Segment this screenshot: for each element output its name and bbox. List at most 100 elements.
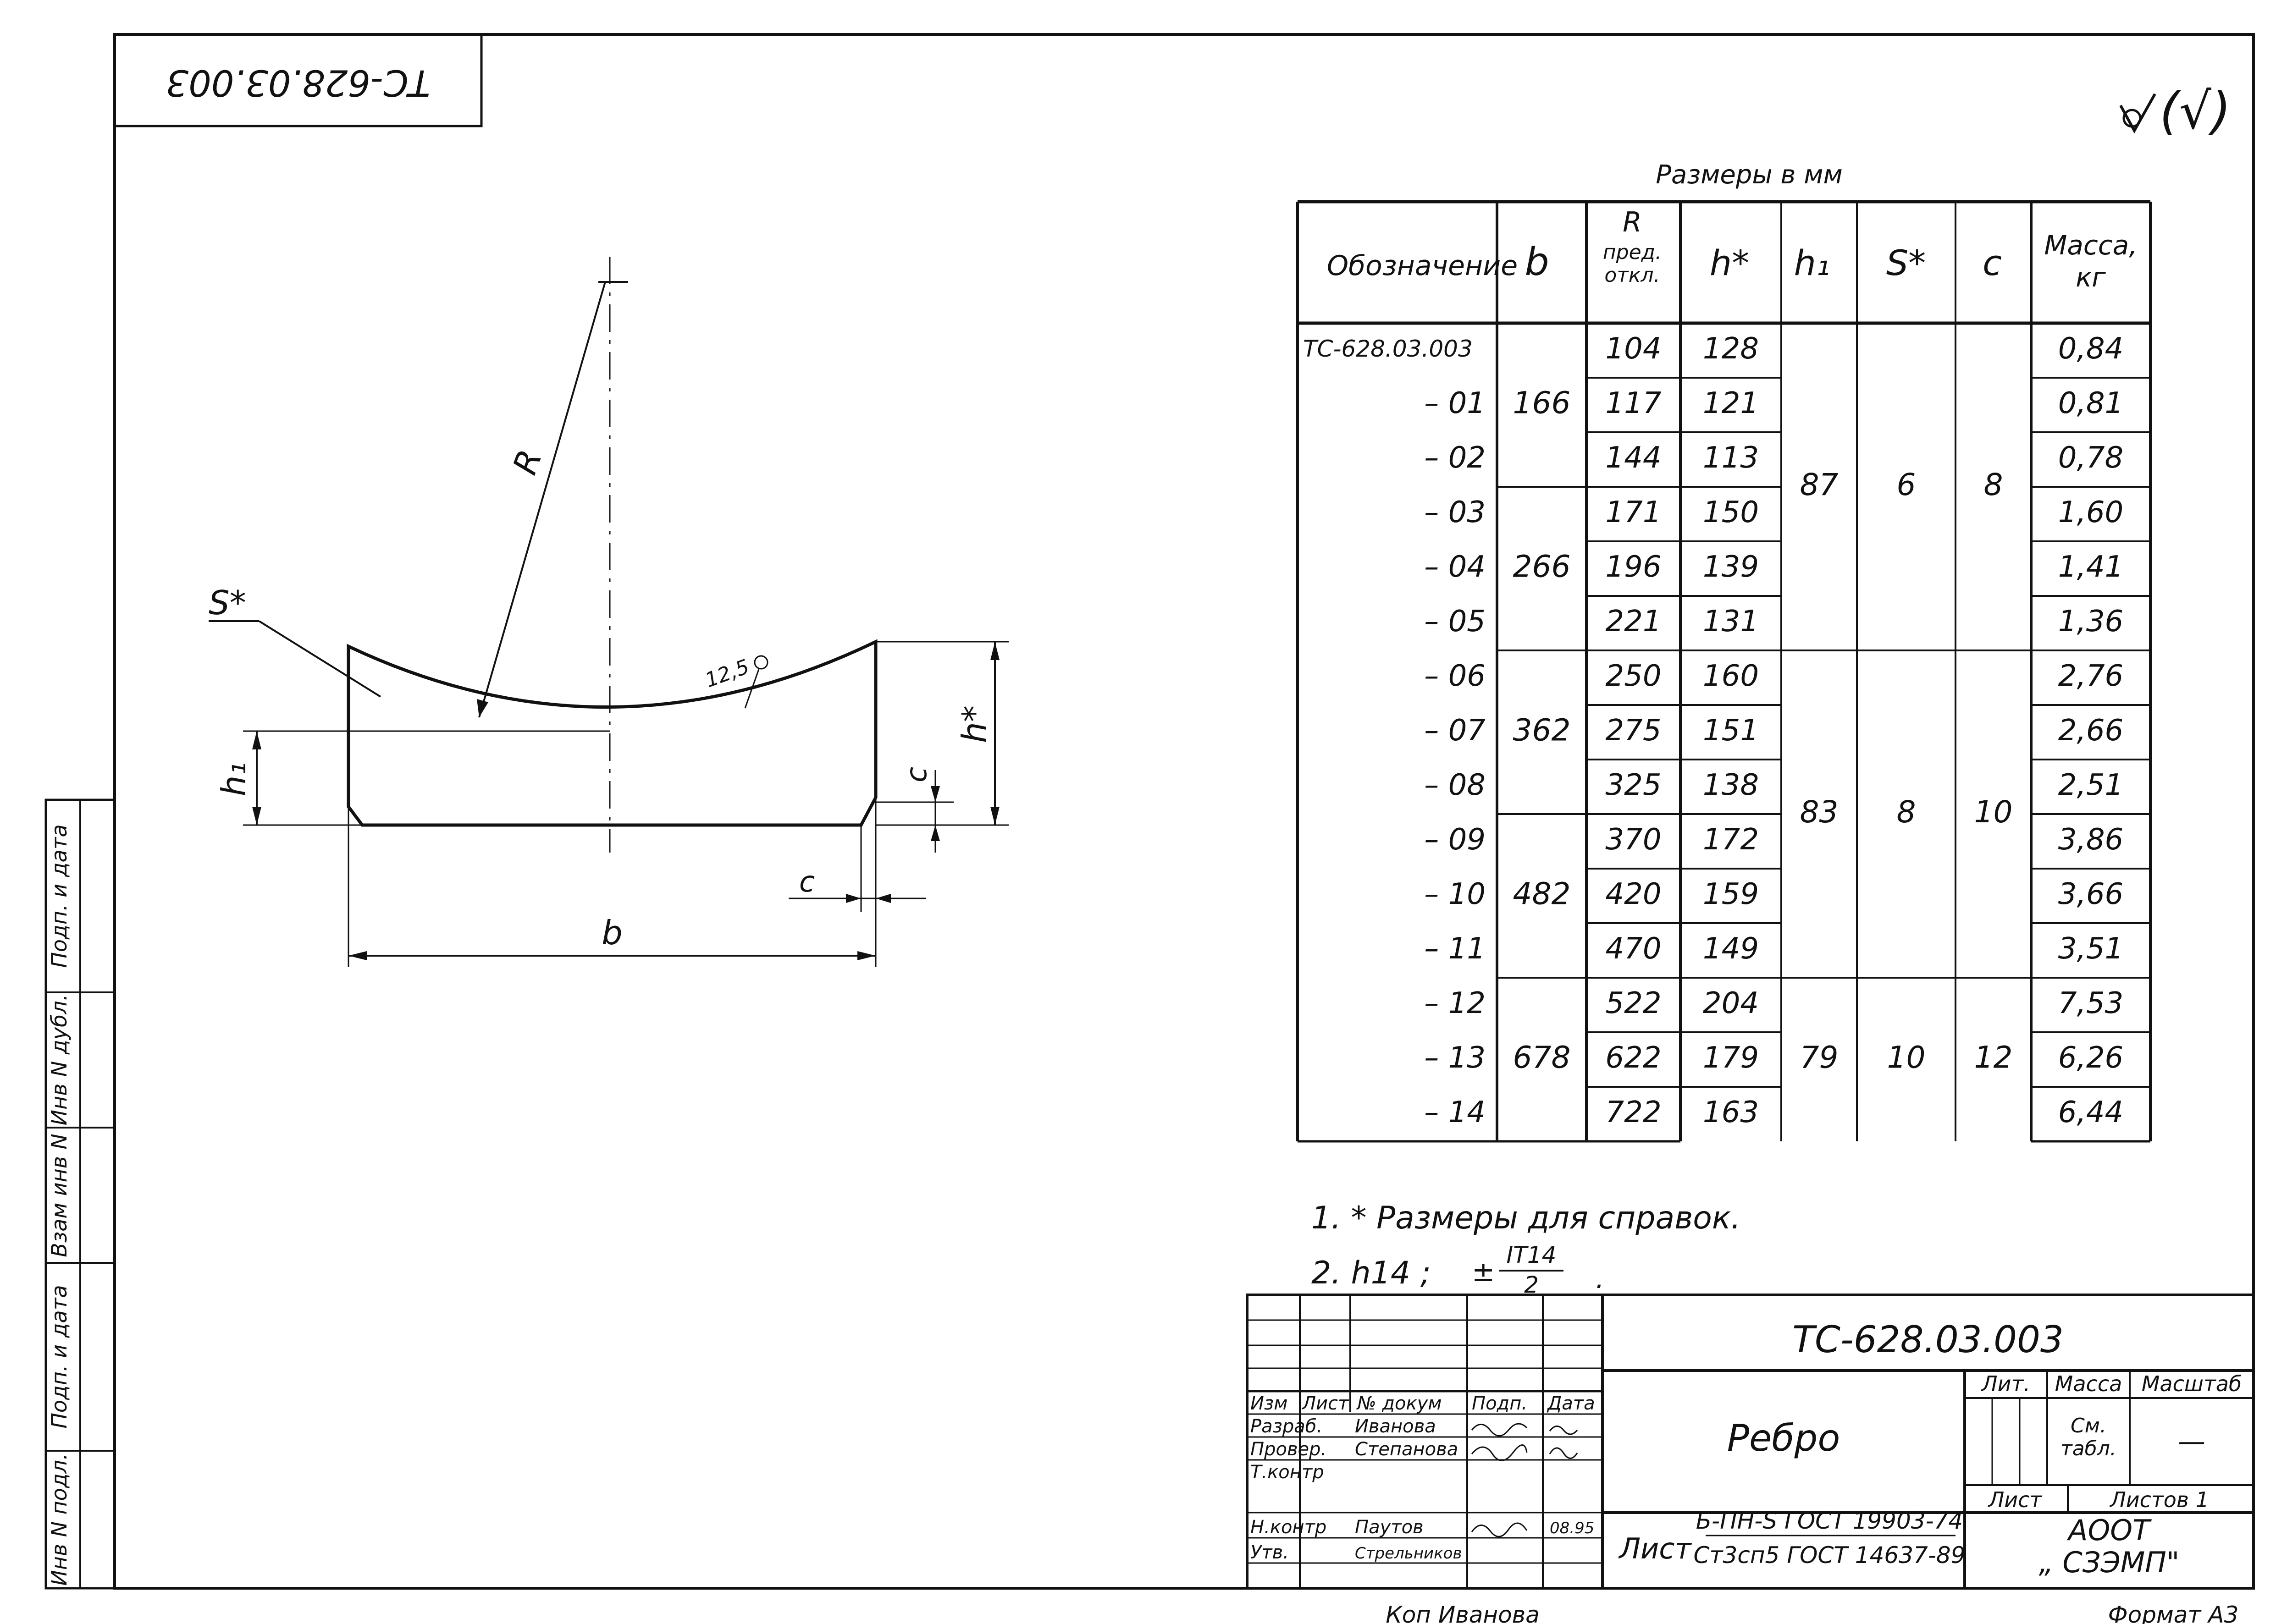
row-mass-value: 3,86 — [2058, 823, 2124, 857]
side-stamp-inv-dubl: Инв N дубл. — [47, 994, 72, 1126]
tb-ndoc: № докум — [1356, 1393, 1442, 1414]
side-stamp — [44, 798, 116, 1590]
row-designation: – 03 — [1424, 495, 1486, 529]
sheet-format: Формат А3 — [2108, 1602, 2239, 1624]
group-s-value: 10 — [1887, 1040, 1926, 1075]
roughness-parenthetical: (√) — [2160, 82, 2231, 140]
label-h1: h₁ — [215, 762, 253, 797]
row-h-star-value: 113 — [1703, 441, 1759, 475]
row-mass-value: 2,76 — [2058, 659, 2124, 693]
side-stamp-vzam-inv: Взам инв N — [47, 1134, 72, 1257]
rib-outline — [347, 639, 878, 827]
table-units-caption: Размеры в мм — [1656, 160, 1842, 190]
title-sheet-word: Лист — [1618, 1532, 1692, 1565]
signature-razrab — [1471, 1423, 1528, 1437]
tb-listov: Листов 1 — [2109, 1487, 2209, 1512]
row-r-value: 144 — [1605, 441, 1661, 475]
header-r-otkl: откл. — [1604, 264, 1660, 287]
note-2-plusminus: ± — [1472, 1256, 1495, 1288]
tb-masshtab: Масштаб — [2142, 1371, 2242, 1396]
label-c-horizontal: c — [799, 865, 815, 898]
row-designation: – 10 — [1424, 877, 1486, 911]
tb-prover: Провер. — [1250, 1439, 1326, 1460]
row-h-star-value: 121 — [1703, 386, 1759, 420]
tb-data: Дата — [1547, 1393, 1595, 1414]
tb-mass-value-2: табл. — [2061, 1437, 2116, 1460]
row-designation: – 12 — [1424, 986, 1486, 1020]
row-designation: – 11 — [1424, 932, 1486, 966]
row-r-value: 117 — [1605, 386, 1661, 420]
copied-by: Коп Иванова — [1386, 1602, 1540, 1624]
row-mass-value: 3,51 — [2058, 932, 2124, 966]
row-r-value: 250 — [1605, 659, 1661, 693]
row-mass-value: 6,44 — [2058, 1096, 2124, 1129]
header-h-star: h* — [1710, 242, 1749, 283]
row-r-value: 104 — [1605, 332, 1661, 366]
row-designation: – 07 — [1424, 714, 1486, 748]
dimension-table — [1296, 200, 2152, 1143]
tb-tkontr: Т.контр — [1250, 1462, 1324, 1483]
radius-leader — [478, 281, 606, 718]
note-2-numerator: IT14 — [1507, 1242, 1557, 1268]
row-r-value: 722 — [1605, 1096, 1661, 1129]
row-h-star-value: 149 — [1703, 932, 1759, 966]
label-radius: R — [505, 445, 549, 479]
row-designation: – 05 — [1424, 605, 1486, 639]
side-stamp-inv-podl: Инв N подл. — [47, 1453, 72, 1585]
group-c-value: 8 — [1984, 467, 2003, 502]
row-r-value: 470 — [1605, 932, 1661, 966]
tb-izm: Изм — [1250, 1393, 1287, 1414]
row-mass-value: 0,84 — [2058, 332, 2124, 366]
roughness-symbol-icon — [2119, 93, 2156, 134]
signature-prover — [1471, 1444, 1528, 1461]
row-r-value: 325 — [1605, 768, 1661, 802]
tb-razrab-name: Иванова — [1355, 1416, 1436, 1437]
tb-scale-value: — — [2178, 1426, 2205, 1458]
row-r-value: 622 — [1605, 1041, 1661, 1075]
tb-utv: Утв. — [1250, 1542, 1289, 1563]
tb-podp: Подп. — [1472, 1393, 1527, 1414]
row-h-star-value: 150 — [1703, 495, 1759, 529]
row-designation: – 09 — [1424, 823, 1486, 857]
group-c-value: 12 — [1974, 1040, 2013, 1075]
radius-arrow-icon — [477, 699, 488, 717]
side-stamp-podp-data-1: Подп. и дата — [47, 1285, 72, 1428]
tb-prover-name: Степанова — [1355, 1439, 1458, 1460]
header-mass: Масса, — [2044, 230, 2137, 261]
tb-nkontr: Н.контр — [1250, 1517, 1326, 1538]
row-r-value: 221 — [1605, 605, 1661, 639]
tb-nkontr-date: 08.95 — [1550, 1519, 1594, 1537]
title-document-code: ТС-628.03.003 — [1792, 1318, 2064, 1361]
row-h-star-value: 204 — [1703, 986, 1759, 1020]
header-r: R — [1623, 206, 1642, 238]
signature-prover-date — [1549, 1447, 1578, 1459]
row-h-star-value: 179 — [1703, 1041, 1759, 1075]
row-designation: – 06 — [1424, 659, 1486, 693]
row-h-star-value: 172 — [1703, 823, 1759, 857]
row-mass-value: 1,36 — [2058, 605, 2124, 639]
tb-massa: Масса — [2055, 1371, 2122, 1396]
row-designation: – 08 — [1424, 768, 1486, 802]
header-c: c — [1983, 242, 2002, 283]
signature-razrab-date — [1549, 1426, 1578, 1435]
group-h1-value: 83 — [1800, 794, 1839, 830]
title-material-line-2: Ст3сп5 ГОСТ 14637-89 — [1693, 1542, 1965, 1569]
row-h-star-value: 160 — [1703, 659, 1759, 693]
side-stamp-podp-data-2: Подп. и дата — [47, 824, 72, 968]
header-h1: h₁ — [1794, 242, 1830, 283]
tb-mass-value-1: См. — [2071, 1414, 2106, 1437]
row-mass-value: 3,66 — [2058, 877, 2124, 911]
header-s-star: S* — [1886, 242, 1926, 283]
note-1: 1. * Размеры для справок. — [1311, 1200, 1741, 1236]
row-r-value: 370 — [1605, 823, 1661, 857]
tb-list: Лист — [1301, 1393, 1349, 1414]
rotated-document-code: ТС-628.03.003 — [166, 62, 431, 103]
tb-razrab: Разраб. — [1250, 1416, 1322, 1437]
row-r-value: 420 — [1605, 877, 1661, 911]
title-block — [1246, 1294, 2255, 1590]
row-mass-value: 0,78 — [2058, 441, 2124, 475]
tb-list-cell: Лист — [1988, 1487, 2043, 1512]
header-designation: Обозначение — [1327, 250, 1518, 282]
row-mass-value: 7,53 — [2058, 986, 2124, 1020]
part-drawing — [209, 257, 1009, 967]
